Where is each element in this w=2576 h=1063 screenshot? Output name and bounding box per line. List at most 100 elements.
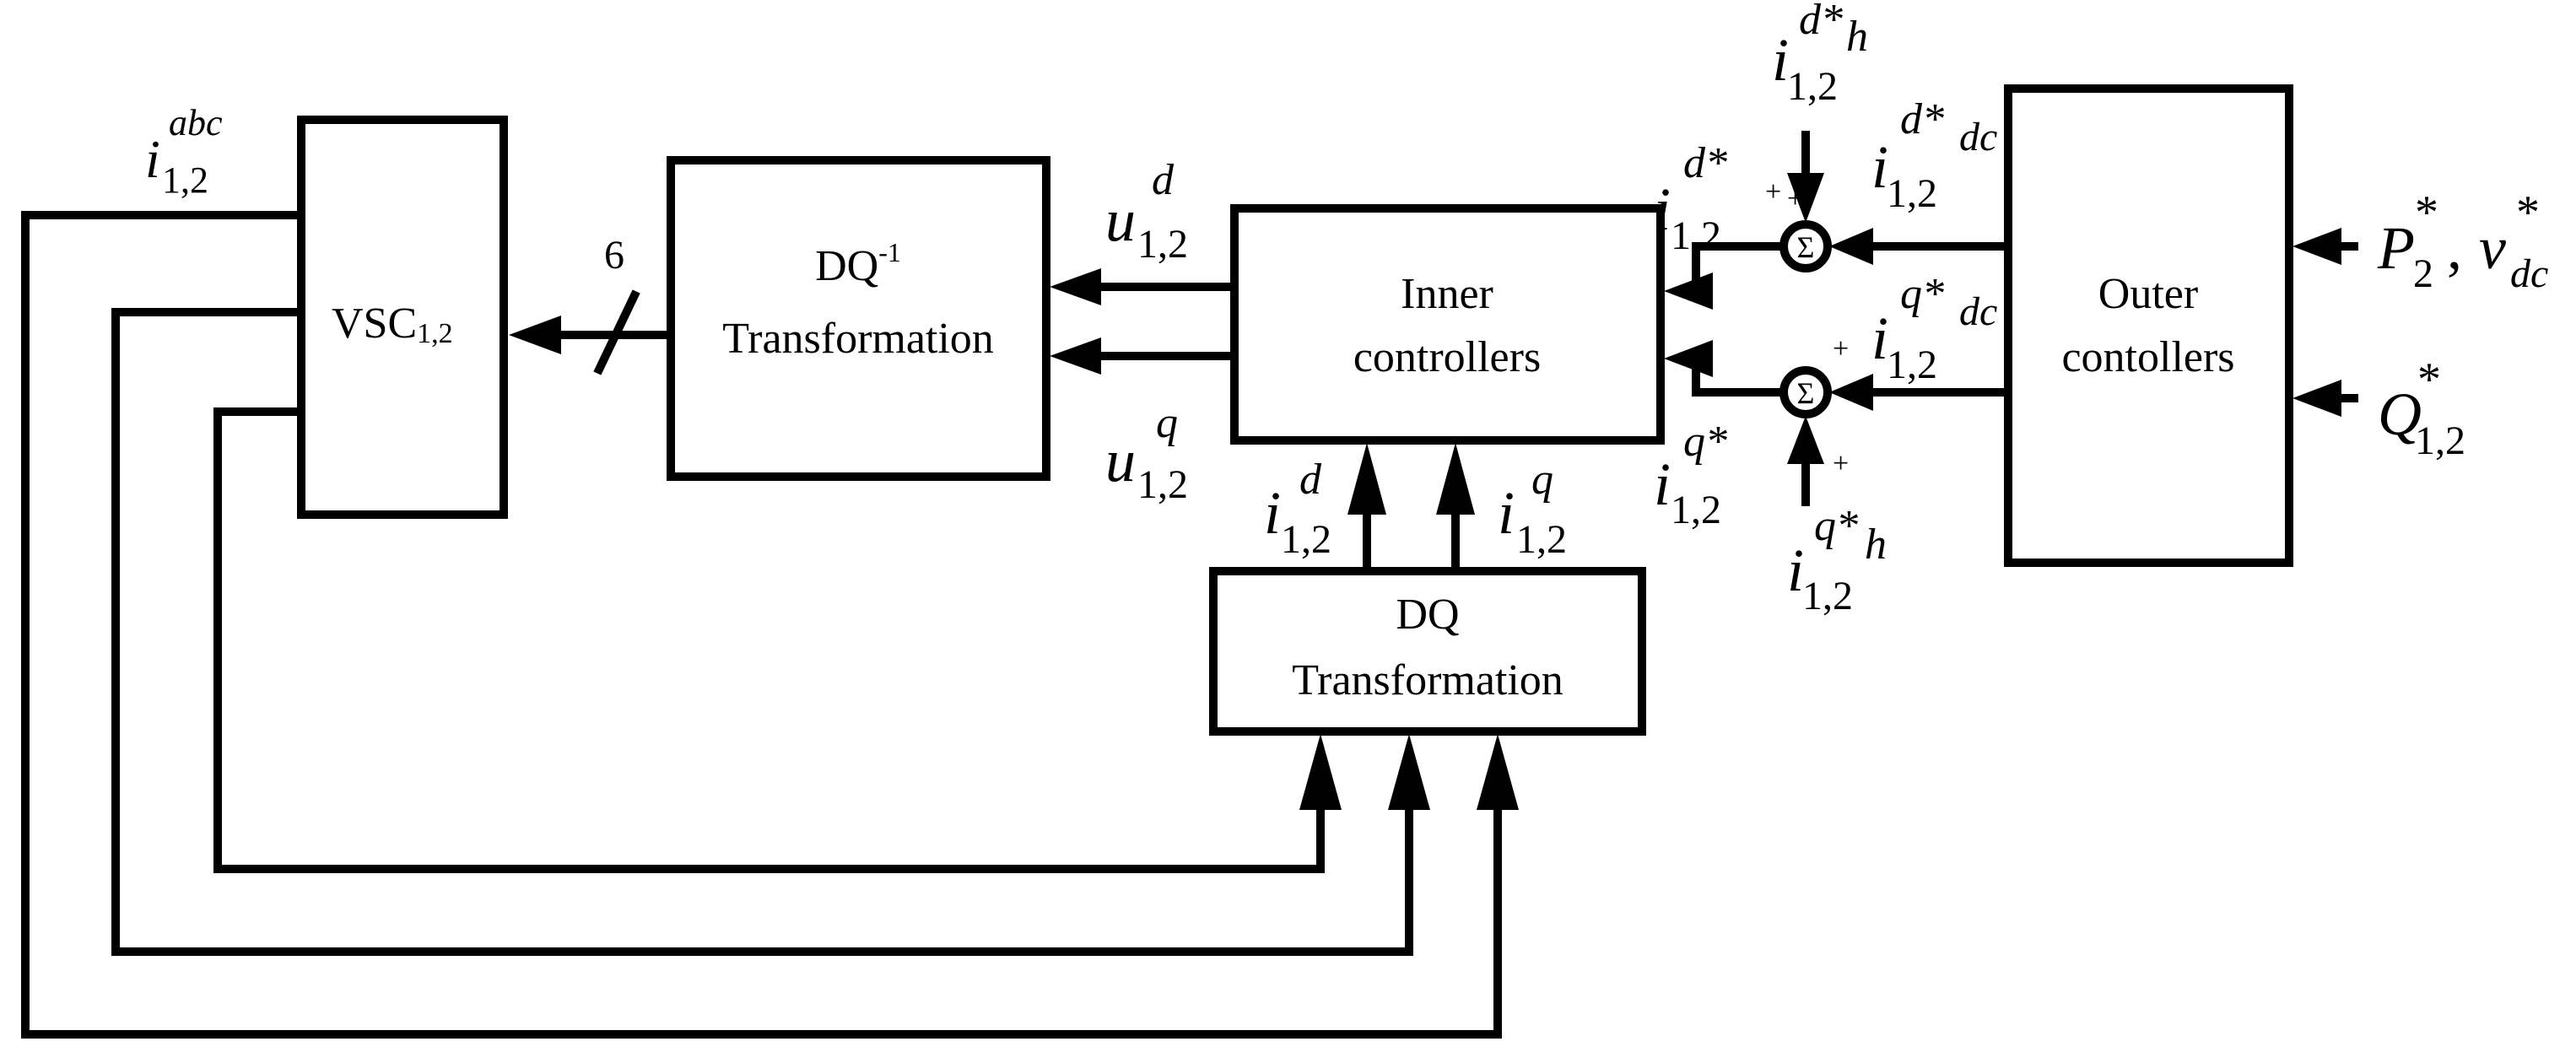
dq-subtitle: Transformation: [1292, 656, 1563, 704]
dq-inverse-subtitle: Transformation: [722, 315, 994, 363]
arrow-head: [1388, 734, 1430, 810]
outer-controllers-block: [2004, 84, 2293, 567]
svg-text:d: d: [1299, 456, 1322, 504]
feedback-wire-middle: [111, 308, 1413, 956]
svg-text:*: *: [2417, 353, 2441, 406]
arrow-head: [1664, 340, 1713, 377]
plus-sign: +: [1765, 176, 1781, 208]
arrow-head: [1829, 228, 1873, 265]
svg-text:,: ,: [2447, 214, 2462, 282]
dq-inverse-title: DQ-1: [815, 237, 901, 290]
svg-text:2: 2: [2413, 251, 2433, 296]
arrow-head: [1477, 734, 1519, 810]
arrow-head: [1829, 374, 1873, 411]
svg-text:*: *: [2516, 186, 2540, 239]
svg-text:1,2: 1,2: [1787, 64, 1838, 109]
svg-text:i: i: [1264, 479, 1281, 547]
plus-sign: +: [1833, 448, 1849, 479]
inner-title: Inner: [1401, 270, 1493, 318]
arrow-head: [1436, 443, 1475, 515]
svg-text:i: i: [1654, 451, 1671, 518]
svg-text:d: d: [1152, 156, 1175, 204]
svg-text:h: h: [1846, 13, 1868, 61]
inner-controllers-block: [1230, 204, 1665, 445]
sum-symbol-q: Σ: [1797, 376, 1815, 410]
label-i-q-dc: i 1,2 q* dc: [1871, 270, 1997, 387]
svg-text:q: q: [1531, 456, 1553, 504]
dq-title: DQ: [1396, 591, 1459, 639]
arrow-head: [1664, 272, 1713, 310]
svg-text:d*: d*: [1900, 95, 1944, 143]
svg-text:1,2: 1,2: [162, 159, 208, 201]
svg-text:i: i: [1871, 305, 1888, 372]
svg-text:i: i: [1871, 133, 1888, 201]
plus-sign: +: [1833, 333, 1849, 364]
label-i-q: i 1,2 q: [1498, 456, 1567, 562]
arrow-head: [1050, 268, 1101, 305]
arrow-head: [509, 316, 561, 354]
label-q-ref: Q 1,2 *: [2378, 353, 2465, 463]
label-v-dc-ref: v dc *: [2479, 186, 2548, 296]
feedback-wire-inner: [213, 407, 1325, 873]
svg-text:q*: q*: [1814, 502, 1858, 550]
label-i-d-ref: i 1,2 d*: [1654, 139, 1727, 258]
inner-subtitle: controllers: [1353, 333, 1541, 381]
svg-text:1,2: 1,2: [1137, 222, 1188, 267]
label-i-q-ref: i 1,2 q*: [1654, 418, 1727, 532]
label-p-ref: P 2 * ,: [2377, 186, 2462, 296]
feedback-wire-outer: [21, 211, 1502, 1039]
svg-text:q: q: [1156, 399, 1178, 447]
svg-text:i: i: [1787, 537, 1804, 604]
vsc-label: VSC1,2: [332, 299, 453, 349]
svg-text:1,2: 1,2: [1671, 213, 1721, 258]
svg-text:d*: d*: [1683, 139, 1727, 187]
outer-title: Outer: [2098, 270, 2198, 318]
svg-text:i: i: [1498, 479, 1515, 547]
arrow-head: [1787, 416, 1824, 464]
svg-text:1,2: 1,2: [1887, 343, 1937, 387]
arrow-head: [1050, 337, 1101, 375]
svg-text:1,2: 1,2: [1802, 574, 1853, 618]
svg-text:1,2: 1,2: [1281, 517, 1331, 562]
svg-text:abc: abc: [169, 102, 223, 143]
svg-text:u: u: [1105, 186, 1136, 254]
bus-width-label: 6: [604, 233, 624, 278]
svg-text:1,2: 1,2: [2415, 418, 2465, 463]
svg-text:1,2: 1,2: [1137, 462, 1188, 507]
svg-text:v: v: [2479, 214, 2506, 282]
outer-subtitle: contollers: [2061, 333, 2234, 381]
arrow-head: [1299, 734, 1342, 810]
svg-text:P: P: [2377, 214, 2415, 282]
label-i-q-h: i 1,2 q* h: [1787, 502, 1887, 618]
svg-text:*: *: [2415, 186, 2438, 239]
arrow-head: [2292, 380, 2341, 417]
svg-text:dc: dc: [1959, 289, 1997, 334]
svg-text:i: i: [1654, 175, 1671, 243]
label-i-abc: i 1,2 abc: [145, 102, 223, 201]
svg-text:1,2: 1,2: [1516, 517, 1567, 562]
bus-slash: [593, 289, 640, 375]
arrow-head: [1787, 173, 1824, 223]
sum-symbol-d: Σ: [1797, 230, 1815, 264]
label-i-d: i 1,2 d: [1264, 456, 1331, 562]
svg-text:dc: dc: [2510, 251, 2548, 296]
vsc-block: [297, 116, 508, 519]
arrow-head: [1347, 443, 1386, 515]
svg-text:dc: dc: [1959, 115, 1997, 159]
svg-text:u: u: [1105, 427, 1136, 494]
svg-text:1,2: 1,2: [1671, 488, 1721, 532]
label-u-q: u 1,2 q: [1105, 399, 1188, 507]
svg-text:1,2: 1,2: [1887, 171, 1937, 216]
plus-sign: +: [1787, 183, 1803, 214]
dq-inverse-block: [667, 156, 1050, 481]
svg-text:d*: d*: [1799, 0, 1843, 44]
svg-text:q*: q*: [1900, 270, 1944, 318]
svg-text:i: i: [1772, 26, 1789, 94]
label-i-d-dc: i 1,2 d* dc: [1871, 95, 1997, 216]
arrow-head: [2292, 228, 2341, 265]
svg-text:h: h: [1865, 521, 1887, 569]
svg-text:Q: Q: [2378, 380, 2422, 448]
dq-transformation-block: [1209, 567, 1646, 736]
svg-text:q*: q*: [1683, 418, 1727, 466]
